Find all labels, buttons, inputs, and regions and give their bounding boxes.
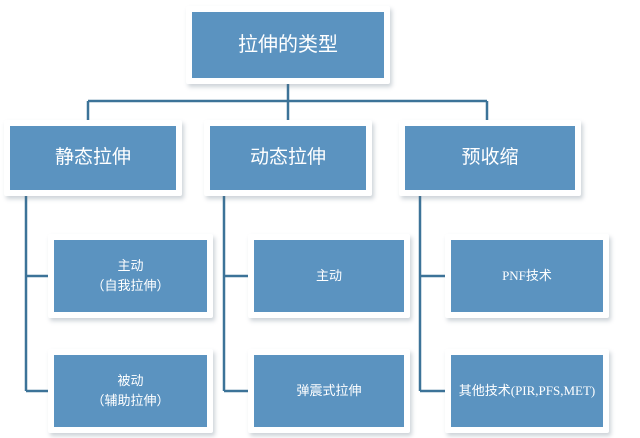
- node-ballistic-stretching-label-line1: 弹震式拉伸: [296, 382, 362, 398]
- node-ballistic-stretching[interactable]: 弹震式拉伸: [248, 349, 410, 433]
- node-dynamic-active-fill: 主动: [254, 240, 404, 312]
- node-root-label: 拉伸的类型: [238, 33, 338, 56]
- node-dynamic-stretching[interactable]: 动态拉伸: [204, 120, 372, 196]
- node-static-active-fill: 主动 （自我拉伸）: [54, 240, 207, 312]
- node-pnf-technique-fill: PNF技术: [451, 240, 603, 312]
- node-pre-contraction-label: 预收缩: [461, 147, 519, 169]
- node-dynamic-active-label-line1: 主动: [315, 267, 342, 283]
- node-other-techniques-label-line1: 其他技术(PIR,PFS,MET): [458, 382, 596, 398]
- node-static-active[interactable]: 主动 （自我拉伸）: [48, 234, 213, 318]
- node-pnf-technique[interactable]: PNF技术: [445, 234, 609, 318]
- node-ballistic-stretching-fill: 弹震式拉伸: [254, 355, 404, 427]
- node-root-fill: 拉伸的类型: [192, 12, 384, 78]
- node-pnf-technique-label-line1: PNF技术: [502, 267, 552, 283]
- node-static-active-label-line1: 主动: [117, 257, 144, 273]
- node-static-passive-fill: 被动 （辅助拉伸）: [54, 355, 207, 427]
- node-dynamic-active[interactable]: 主动: [248, 234, 410, 318]
- node-static-stretching-fill: 静态拉伸: [10, 126, 176, 190]
- node-static-passive[interactable]: 被动 （辅助拉伸）: [48, 349, 213, 433]
- node-other-techniques-fill: 其他技术(PIR,PFS,MET): [451, 355, 603, 427]
- node-static-stretching[interactable]: 静态拉伸: [4, 120, 182, 196]
- node-static-stretching-label: 静态拉伸: [54, 147, 131, 169]
- node-dynamic-stretching-fill: 动态拉伸: [210, 126, 366, 190]
- node-other-techniques[interactable]: 其他技术(PIR,PFS,MET): [445, 349, 609, 433]
- node-dynamic-stretching-label: 动态拉伸: [249, 147, 326, 169]
- node-static-passive-label-line1: 被动: [117, 372, 144, 388]
- node-static-active-label-line2: （自我拉伸）: [91, 277, 170, 293]
- node-static-passive-label-line2: （辅助拉伸）: [91, 392, 170, 408]
- node-pre-contraction[interactable]: 预收缩: [399, 120, 581, 196]
- node-pre-contraction-fill: 预收缩: [405, 126, 575, 190]
- node-root[interactable]: 拉伸的类型: [186, 6, 390, 84]
